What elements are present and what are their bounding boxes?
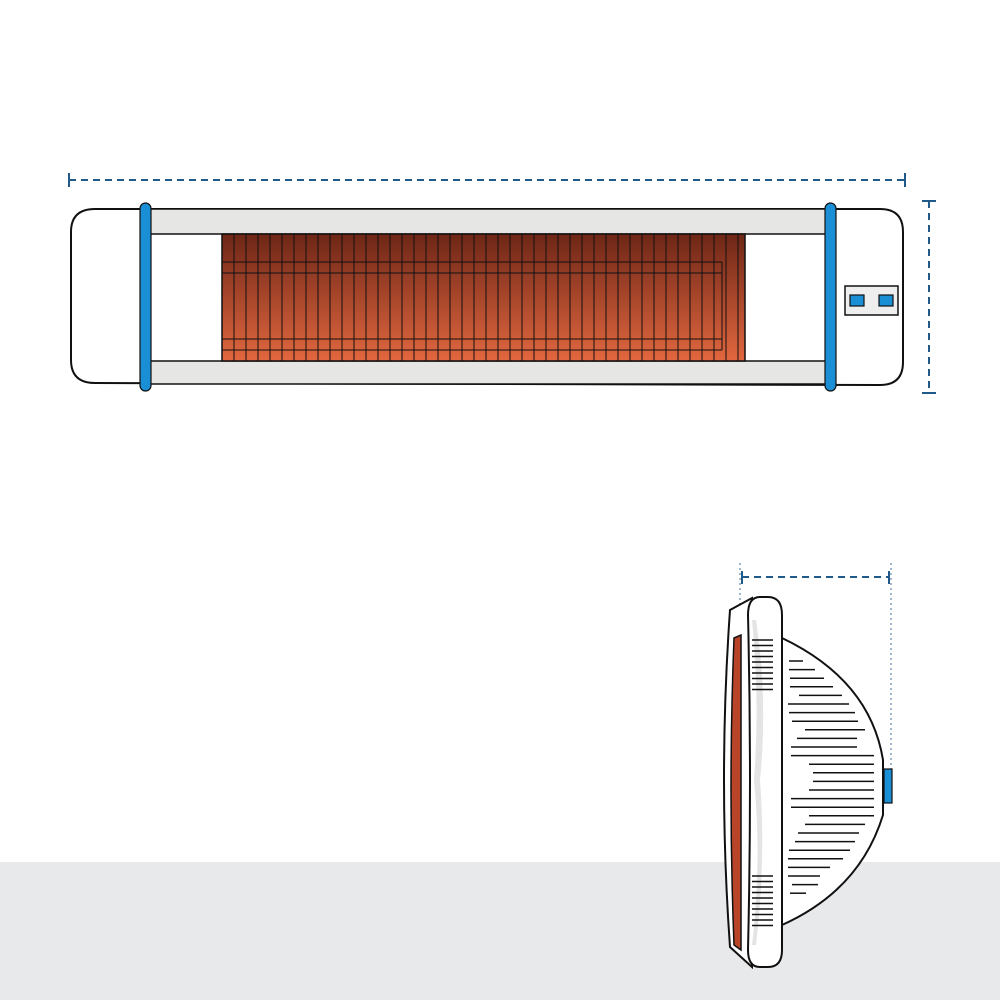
- side-view: [723, 563, 893, 970]
- rear-vent-lines: [788, 660, 874, 894]
- control-button-2: [878, 294, 894, 307]
- top-frame-bar: [145, 208, 831, 235]
- left-blue-bracket: [139, 202, 152, 392]
- right-blue-bracket: [824, 202, 837, 392]
- side-button: [883, 768, 893, 804]
- side-heating-strip: [730, 633, 742, 952]
- control-button-1: [849, 294, 865, 307]
- side-body-shading: [752, 620, 764, 945]
- side-vent-lines: [752, 639, 773, 927]
- bottom-frame-bar: [145, 360, 831, 385]
- floor: [0, 862, 1000, 1000]
- heating-grille: [222, 234, 739, 361]
- side-body: [746, 596, 783, 968]
- front-view: [68, 173, 936, 394]
- heating-element: [221, 233, 746, 362]
